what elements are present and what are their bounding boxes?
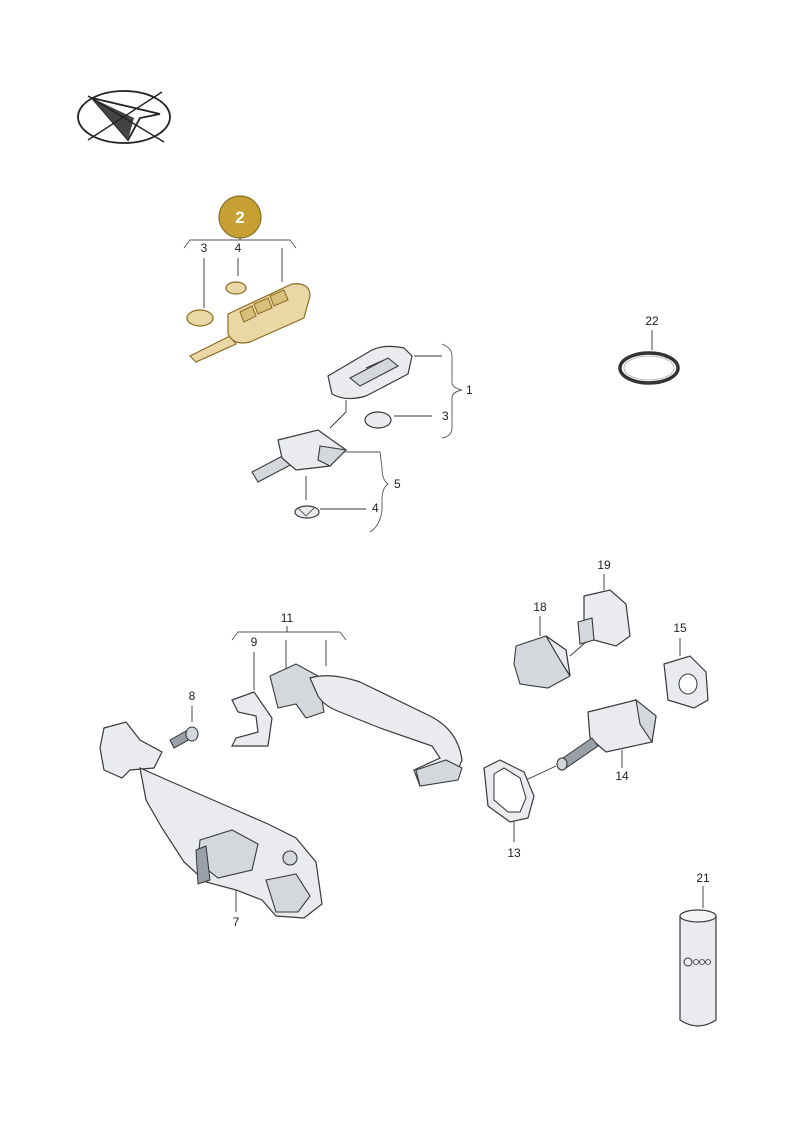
- callout-3-top: 3: [201, 241, 208, 255]
- key-housing[interactable]: [327, 345, 413, 400]
- grease-tube-21[interactable]: [679, 909, 717, 1027]
- badge-number: 2: [235, 208, 244, 227]
- end-cap-18[interactable]: [513, 635, 571, 689]
- callout-19: 19: [597, 558, 611, 572]
- callout-7: 7: [233, 915, 240, 929]
- logo-emblem-highlighted[interactable]: [225, 281, 247, 295]
- callout-21: 21: [696, 871, 710, 885]
- handle-carrier[interactable]: [99, 721, 323, 919]
- battery-highlighted[interactable]: [186, 309, 214, 327]
- gasket-13[interactable]: [483, 759, 535, 823]
- screw[interactable]: [169, 726, 199, 749]
- lock-cover-15[interactable]: [663, 655, 709, 709]
- direction-arrow-logo: [77, 90, 171, 144]
- callout-22: 22: [645, 314, 659, 328]
- callout-1: 1: [466, 383, 473, 397]
- cover-cap-19[interactable]: [577, 589, 631, 647]
- callout-4-top: 4: [235, 241, 242, 255]
- item-2-badge[interactable]: 2: [218, 195, 262, 239]
- seal-ring[interactable]: [618, 351, 680, 385]
- callout-11: 11: [281, 611, 294, 625]
- key-blade[interactable]: [251, 429, 348, 483]
- logo-emblem[interactable]: [294, 505, 320, 519]
- callout-5: 5: [394, 477, 401, 491]
- callout-18: 18: [533, 600, 547, 614]
- handle-seal-9[interactable]: [231, 691, 273, 747]
- callout-15: 15: [673, 621, 687, 635]
- remote-key-highlighted[interactable]: [188, 283, 311, 363]
- callout-9: 9: [251, 635, 258, 649]
- lock-cylinder-14[interactable]: [556, 698, 657, 771]
- callout-4: 4: [372, 501, 379, 515]
- door-handle[interactable]: [269, 663, 463, 787]
- callout-13: 13: [507, 846, 521, 860]
- callout-8: 8: [189, 689, 196, 703]
- callout-14: 14: [615, 769, 629, 783]
- callout-3: 3: [442, 409, 449, 423]
- battery[interactable]: [364, 411, 392, 429]
